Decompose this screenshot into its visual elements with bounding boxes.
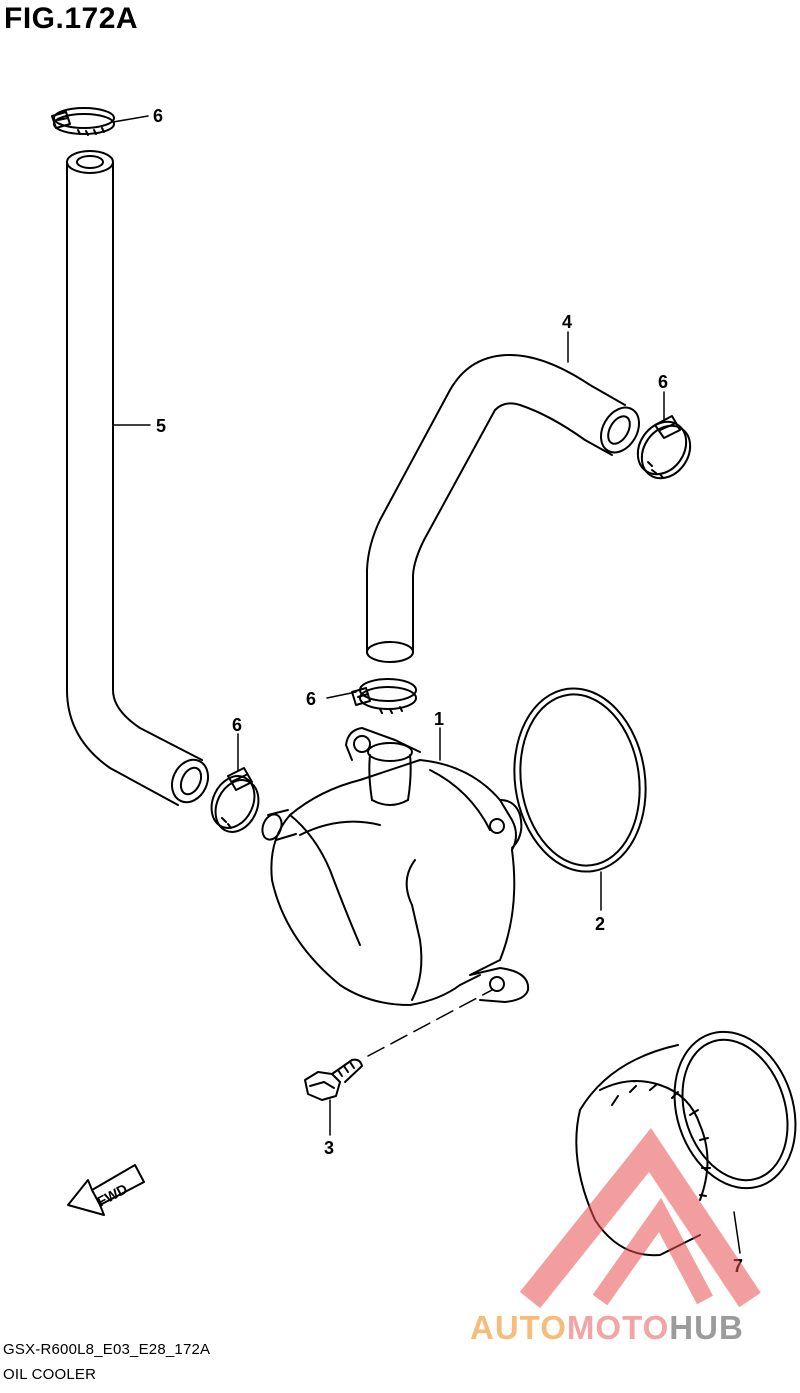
watermark-part-hub: HUB [669, 1309, 744, 1346]
clamp-6-middle [351, 678, 417, 714]
callout-6-top: 6 [153, 106, 163, 126]
bolt-3 [304, 989, 493, 1101]
clamp-6-right [636, 415, 692, 480]
figure-title: FIG.172A [4, 2, 139, 35]
hose-4 [366, 354, 640, 663]
fwd-arrow-icon [67, 1164, 145, 1216]
callout-6-right: 6 [658, 372, 668, 392]
hose-5 [66, 150, 209, 806]
callout-4: 4 [562, 312, 572, 332]
watermark-logo [519, 1127, 761, 1309]
callout-6-left: 6 [232, 715, 242, 735]
clamp-6-top [51, 107, 115, 136]
callout-6-middle: 6 [306, 689, 316, 709]
callout-2: 2 [595, 914, 605, 934]
o-ring-2 [513, 687, 647, 873]
watermark-part-auto: AUTO [470, 1309, 567, 1346]
section-name: OIL COOLER [3, 1366, 97, 1383]
watermark-text: AUTOMOTOHUB [470, 1309, 744, 1347]
model-code: GSX-R600L8_E03_E28_172A [3, 1341, 211, 1358]
watermark-part-moto: MOTO [566, 1309, 670, 1346]
callout-5: 5 [156, 416, 166, 436]
clamp-6-left [210, 767, 260, 833]
oil-cooler-body [261, 727, 530, 1006]
leader-lines [112, 115, 741, 1254]
callout-1: 1 [434, 709, 444, 729]
callout-3: 3 [324, 1138, 334, 1158]
